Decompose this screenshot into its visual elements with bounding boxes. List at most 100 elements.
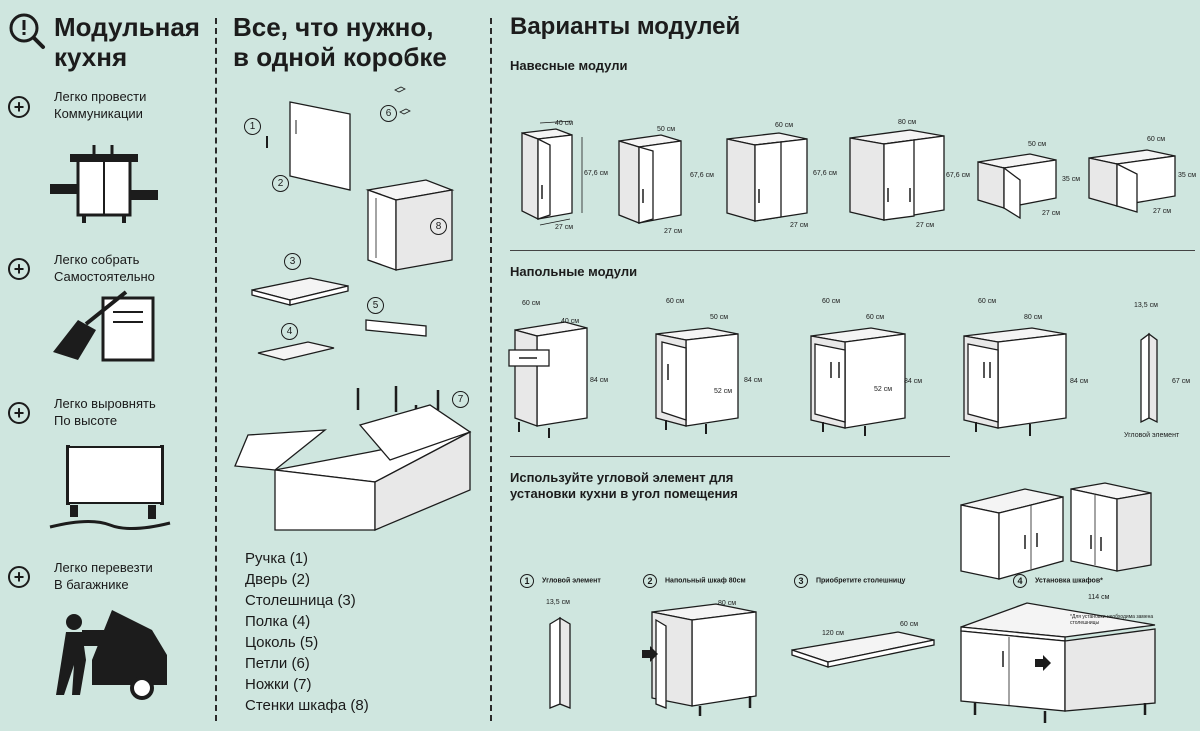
dimension-label: 120 см <box>822 630 844 637</box>
list-item: Столешница (3) <box>245 592 356 609</box>
list-item: Ножки (7) <box>245 676 312 693</box>
corner-instructions-title: Используйте угловой элемент для установк… <box>510 470 738 501</box>
divider <box>490 18 492 721</box>
part-label-3: 3 <box>284 253 301 270</box>
countertop-drawing <box>788 610 938 680</box>
screwdriver-hand-icon <box>48 290 158 365</box>
dimension-label: 60 см <box>522 300 541 307</box>
dimension-label: 35 см <box>1178 172 1197 179</box>
dimension-label: 67,6 см <box>690 172 714 179</box>
search-info-icon <box>8 12 46 50</box>
dimension-label: 52 см <box>874 386 893 393</box>
dimension-label: 84 см <box>590 377 609 384</box>
installation-note: *Для установки необходима замена столешн… <box>1070 614 1154 626</box>
wall-module <box>840 110 960 235</box>
dimension-label: 40 см <box>555 120 574 127</box>
plus-icon: + <box>8 566 30 588</box>
dimension-label: 67,6 см <box>946 172 970 179</box>
parts-list: Ручка (1) Дверь (2) Столешница (3) Полка… <box>245 548 369 716</box>
dimension-label: 27 см <box>1042 210 1061 217</box>
list-item: Полка (4) <box>245 613 311 630</box>
dimension-label: 60 см <box>978 298 997 305</box>
floor-modules-title: Напольные модули <box>510 264 638 279</box>
dimension-label: 60 см <box>866 314 885 321</box>
part-label-2: 2 <box>272 175 289 192</box>
dimension-label: 35 см <box>1062 176 1081 183</box>
dimension-label: 60 см <box>666 298 685 305</box>
dimension-label: 60 см <box>1147 136 1166 143</box>
dimension-label: 50 см <box>1028 141 1047 148</box>
plus-icon: + <box>8 258 30 280</box>
dimension-label: 13,5 см <box>546 599 570 606</box>
car-trunk-icon <box>52 600 172 700</box>
dimension-label: 52 см <box>714 388 733 395</box>
floor-module <box>960 300 1080 440</box>
corner-element-drawing <box>540 600 580 710</box>
dimension-label: 27 см <box>1153 208 1172 215</box>
dimension-label: 60 см <box>900 621 919 628</box>
corner-element-label: Угловой элемент <box>1124 432 1180 439</box>
right-title: Варианты модулей <box>510 13 741 40</box>
dimension-label: 60 см <box>775 122 794 129</box>
dimension-label: 27 см <box>664 228 683 235</box>
dimension-label: 60 см <box>822 298 841 305</box>
plus-icon: + <box>8 402 30 424</box>
dimension-label: 80 см <box>898 119 917 126</box>
dimension-label: 80 см <box>718 600 737 607</box>
part-label-7: 7 <box>452 391 469 408</box>
dimension-label: 13,5 см <box>1134 302 1158 309</box>
wall-module <box>715 115 820 235</box>
dimension-label: 84 см <box>744 377 763 384</box>
dimension-label: 67,6 см <box>813 170 837 177</box>
dimension-label: 27 см <box>916 222 935 229</box>
dimension-label: 114 см <box>1088 594 1110 601</box>
list-item: Ручка (1) <box>245 550 309 567</box>
wall-module <box>605 115 700 235</box>
list-item: Цоколь (5) <box>245 634 319 651</box>
list-item: Дверь (2) <box>245 571 310 588</box>
wall-module <box>510 115 590 235</box>
section-rule <box>510 250 1195 251</box>
installed-kitchen-drawing <box>955 475 1200 725</box>
floor-module <box>650 300 750 440</box>
dimension-label: 84 см <box>1070 378 1089 385</box>
middle-title: Все, что нужно, в одной коробке <box>233 12 447 72</box>
dimension-label: 50 см <box>710 314 729 321</box>
floor-module <box>505 300 600 440</box>
part-label-1: 1 <box>244 118 261 135</box>
list-item: Стенки шкафа (8) <box>245 697 369 714</box>
section-rule <box>510 456 950 457</box>
list-item: Петли (6) <box>245 655 310 672</box>
corner-element <box>1135 310 1175 430</box>
floor-cabinet-80-drawing <box>630 590 780 720</box>
sink-pipes-icon <box>50 140 160 225</box>
dimension-label: 27 см <box>555 224 574 231</box>
wall-module <box>970 140 1080 230</box>
part-label-8: 8 <box>430 218 447 235</box>
part-label-4: 4 <box>281 323 298 340</box>
plus-icon: + <box>8 96 30 118</box>
part-label-6: 6 <box>380 105 397 122</box>
wall-modules-title: Навесные модули <box>510 58 628 73</box>
part-label-5: 5 <box>367 297 384 314</box>
parts-exploded-diagram <box>230 86 480 531</box>
dimension-label: 84 см <box>904 378 923 385</box>
wall-module <box>1085 138 1200 228</box>
floor-module <box>805 300 915 440</box>
dimension-label: 80 см <box>1024 314 1043 321</box>
left-title: Модульная кухня <box>54 12 200 72</box>
leveling-legs-icon <box>49 445 171 530</box>
divider <box>215 18 217 721</box>
dimension-label: 50 см <box>657 126 676 133</box>
dimension-label: 67,6 см <box>584 170 608 177</box>
dimension-label: 67 см <box>1172 378 1191 385</box>
dimension-label: 40 см <box>561 318 580 325</box>
